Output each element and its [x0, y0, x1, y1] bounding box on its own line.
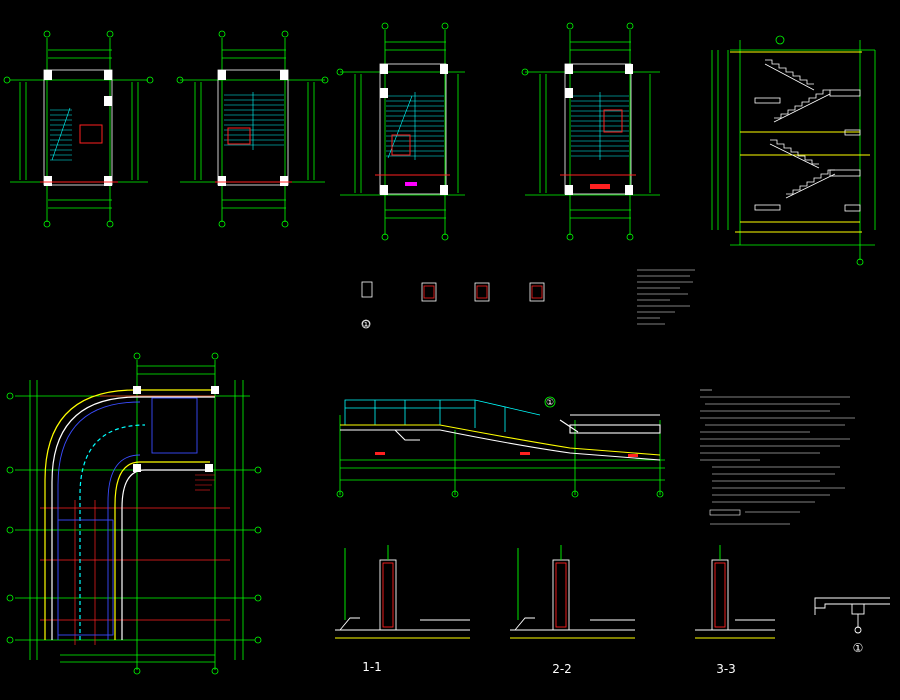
- stair-plan-4-steps: [571, 92, 629, 160]
- stair-section-flights: [764, 59, 836, 199]
- ramp-plan-blue: [57, 397, 198, 640]
- stair-plan-4: [521, 22, 660, 241]
- stair-section-slabs: [730, 51, 870, 233]
- stair-plan-1-steps: [50, 107, 72, 161]
- stair-plan-2-columns: [215, 70, 292, 186]
- notes-block-bottom: [700, 389, 855, 525]
- stair-plan-3: [336, 22, 465, 241]
- ramp-plan-columns: [133, 386, 219, 472]
- stair-plan-4-columns: [560, 64, 636, 195]
- detail-details-row: [361, 281, 545, 329]
- stair-plan-3-steps: [386, 92, 444, 160]
- ramp-elevation-rail: [344, 399, 541, 432]
- ramp-elevation-grid: [336, 396, 665, 498]
- ramp-plan-curve: [44, 389, 215, 640]
- stair-plan-2: [176, 30, 329, 228]
- stair-plan-1-columns: [40, 70, 118, 186]
- detail-1-label-elevation: ①: [546, 398, 554, 408]
- ramp-elevation-slab: [340, 414, 661, 461]
- ramp-elevation-marks: [375, 452, 638, 457]
- ramp-plan-red-legend: [195, 474, 215, 491]
- stair-plan-2-steps: [224, 92, 284, 150]
- stair-section: [711, 35, 876, 266]
- notes-block-top: [637, 269, 695, 325]
- section-3-3-label: 3-3: [716, 662, 736, 676]
- section-1-1-label: 1-1: [362, 660, 382, 674]
- section-3-3: [695, 545, 775, 639]
- detail-1-bottom: [814, 597, 890, 634]
- stair-section-landings: [754, 89, 861, 212]
- detail-1-label-bottom: ①: [853, 641, 864, 655]
- section-1-1: [335, 545, 470, 639]
- stair-plan-1: [3, 30, 154, 228]
- section-2-2: [510, 545, 635, 639]
- detail-details-red: [423, 285, 543, 299]
- ramp-plan-red-grid: [40, 395, 230, 645]
- section-2-2-label: 2-2: [552, 662, 572, 676]
- stair-plan-3-columns: [375, 64, 450, 195]
- detail-1-label-top: ①: [362, 320, 370, 330]
